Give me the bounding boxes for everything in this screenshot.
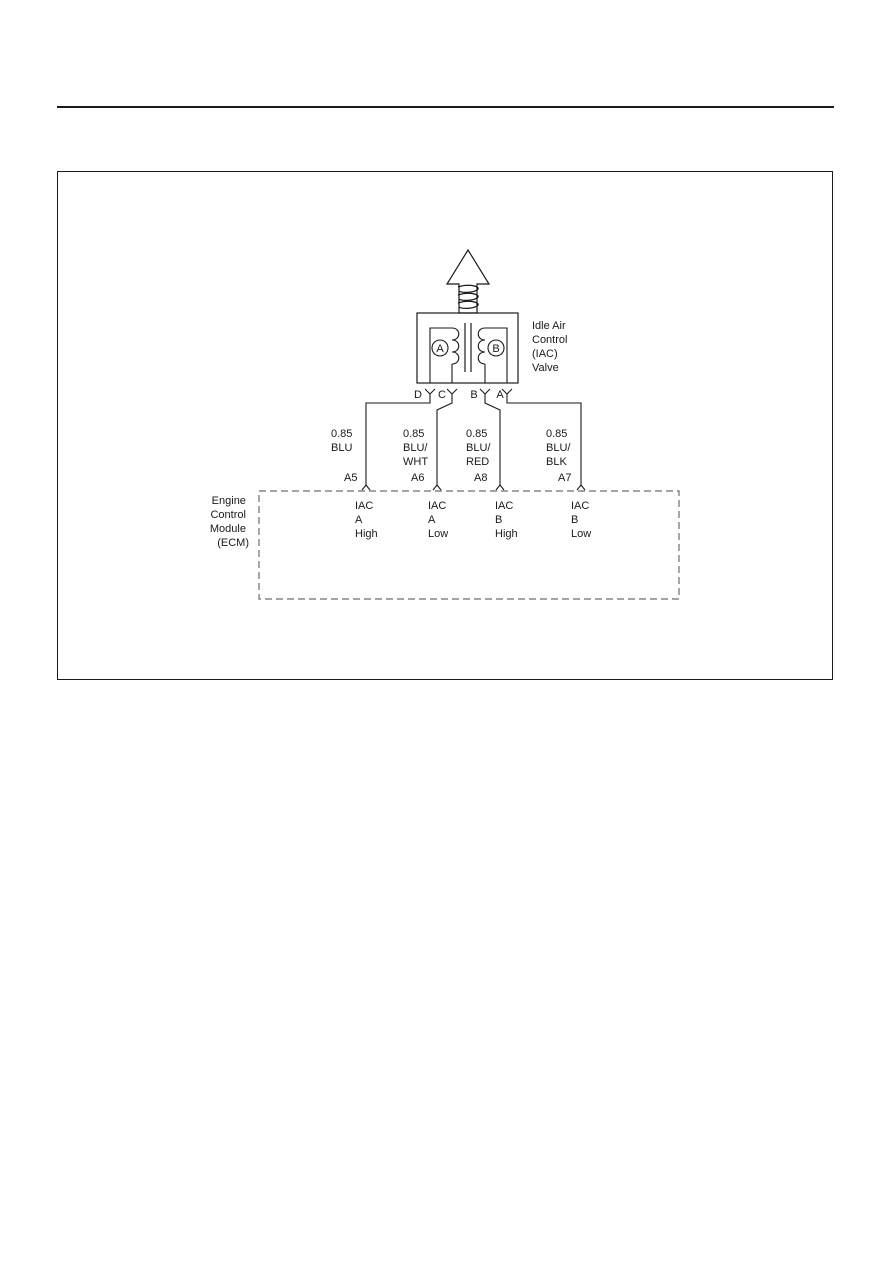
wire-2-label: 0.85 BLU/ WHT <box>403 428 431 468</box>
coil-a-label: A <box>436 343 444 355</box>
coil-b-icon <box>487 339 505 357</box>
valve-title: Idle Air Control (IAC) Valve <box>532 320 571 374</box>
valve-pin-c: C <box>438 389 446 401</box>
coil-a-winding <box>429 327 460 383</box>
spring-icon <box>457 284 479 310</box>
ecm-pin-a8: A8 <box>474 472 487 484</box>
ecm-function-2: IAC A Low <box>428 500 449 540</box>
ecm-pin-a6: A6 <box>411 472 424 484</box>
valve-core <box>464 323 472 372</box>
iac-valve-body <box>416 312 519 384</box>
coil-a-icon <box>431 339 449 357</box>
valve-pin-b: B <box>470 389 477 401</box>
wire-3-label: 0.85 BLU/ RED <box>466 428 494 468</box>
wire-harness <box>365 394 582 486</box>
pintle-arrow <box>445 248 491 314</box>
coil-b-label: B <box>492 343 499 355</box>
ecm-function-1: IAC A High <box>355 500 378 540</box>
coil-b-winding <box>477 327 508 383</box>
wire-1-label: 0.85 BLU <box>331 428 355 454</box>
ecm-connector <box>361 484 586 491</box>
ecm-function-3: IAC B High <box>495 500 518 540</box>
header-rule <box>57 106 834 108</box>
ecm-pin-a5: A5 <box>344 472 357 484</box>
ecm-title: Engine Control Module (ECM) <box>210 495 249 549</box>
valve-pin-a: A <box>496 389 504 401</box>
ecm-box <box>258 490 680 600</box>
ecm-function-4: IAC B Low <box>571 500 592 540</box>
ecm-pin-a7: A7 <box>558 472 571 484</box>
wire-4-label: 0.85 BLU/ BLK <box>546 428 574 468</box>
diagram-frame <box>57 171 833 680</box>
valve-pin-d: D <box>414 389 422 401</box>
